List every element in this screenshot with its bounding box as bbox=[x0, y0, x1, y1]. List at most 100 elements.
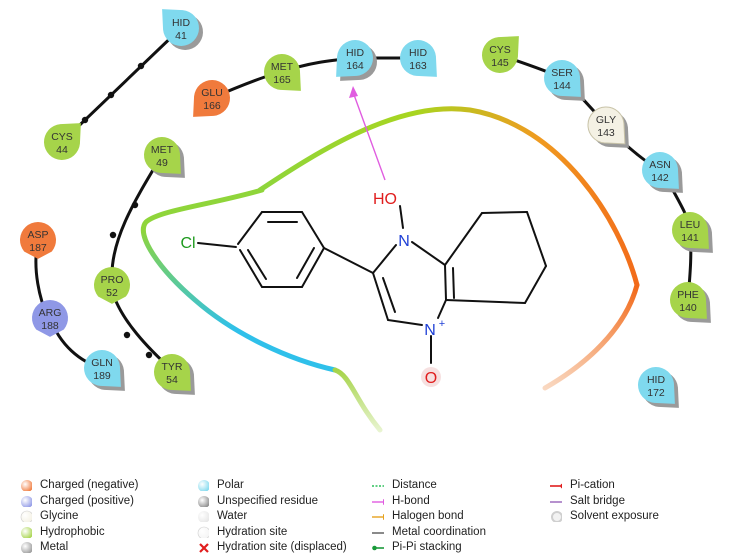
legend-x-icon bbox=[199, 543, 209, 553]
residue-name: CYS bbox=[489, 44, 511, 56]
residue-shape bbox=[162, 9, 199, 47]
hbond-arrow bbox=[349, 86, 386, 181]
legend-swatch-icon bbox=[198, 511, 209, 522]
atom-o: O bbox=[425, 370, 437, 387]
ligand-structure bbox=[197, 205, 547, 364]
residue-shape bbox=[638, 366, 675, 404]
residue-name: HID bbox=[409, 47, 428, 59]
residue-number: 140 bbox=[679, 302, 697, 314]
legend-label: Metal coordination bbox=[392, 525, 486, 538]
residue-number: 165 bbox=[273, 74, 291, 86]
legend: Charged (negative) Charged (positive) Glyc… bbox=[0, 470, 735, 555]
residue-name: GLY bbox=[596, 114, 616, 126]
legend-label: Hydrophobic bbox=[40, 525, 105, 538]
legend-label: Salt bridge bbox=[570, 494, 625, 507]
residue-name: LEU bbox=[680, 219, 700, 231]
residue-number: 141 bbox=[681, 232, 699, 244]
residue-name: ASN bbox=[649, 159, 671, 171]
residue-name: PRO bbox=[101, 274, 124, 286]
legend-label: Glycine bbox=[40, 510, 79, 522]
residue-number: 44 bbox=[56, 144, 68, 156]
legend-swatch-icon bbox=[197, 526, 209, 538]
residue-name: MET bbox=[151, 144, 174, 156]
residue-number: 54 bbox=[166, 374, 178, 386]
residue-number: 164 bbox=[346, 60, 364, 72]
legend-pipi-icon bbox=[372, 545, 384, 551]
residue-shape bbox=[544, 60, 581, 97]
legend-label: H-bond bbox=[392, 494, 430, 507]
legend-label: Solvent exposure bbox=[570, 510, 659, 522]
residue-number: 145 bbox=[491, 57, 509, 69]
legend-swatch-icon bbox=[21, 495, 32, 507]
residue-number: 163 bbox=[409, 60, 427, 72]
legend-swatch-icon bbox=[21, 480, 32, 491]
legend-label: Pi-Pi stacking bbox=[392, 541, 462, 553]
legend-line-icon bbox=[550, 500, 562, 503]
residue-number: 52 bbox=[106, 287, 118, 299]
legend-label: Charged (negative) bbox=[40, 479, 139, 491]
residue-name: TYR bbox=[162, 361, 183, 373]
residue-shape bbox=[336, 39, 373, 77]
legend-label: Metal bbox=[40, 541, 69, 553]
legend-label: Distance bbox=[392, 479, 437, 491]
legend-solvent-icon bbox=[551, 511, 562, 522]
residue-shape bbox=[641, 152, 679, 189]
legend-line-icon bbox=[372, 531, 384, 534]
residue-number: 144 bbox=[553, 80, 571, 92]
residue-number: 143 bbox=[597, 127, 615, 139]
residue-name: HID bbox=[346, 47, 365, 59]
legend-arrow-icon bbox=[372, 498, 384, 505]
legend-label: Hydration site (displaced) bbox=[217, 541, 347, 553]
legend-swatch-icon bbox=[21, 526, 32, 538]
residue-shape bbox=[400, 39, 437, 77]
residue-name: CYS bbox=[51, 131, 73, 143]
residue-name: GLU bbox=[201, 87, 223, 99]
pocket-outline bbox=[140, 106, 640, 433]
residue-name: SER bbox=[551, 67, 573, 79]
residue-name: ASP bbox=[27, 229, 48, 241]
legend-swatch-icon bbox=[198, 495, 209, 507]
legend-pication-icon bbox=[550, 483, 562, 489]
residue-number: 41 bbox=[175, 30, 187, 42]
residue-shape bbox=[144, 137, 181, 174]
residue-number: 49 bbox=[156, 157, 168, 169]
residue-number: 187 bbox=[29, 242, 47, 254]
legend-label: Pi-cation bbox=[570, 479, 615, 491]
residue-number: 188 bbox=[41, 320, 59, 332]
residue-name: PHE bbox=[677, 289, 699, 301]
atom-n4-charge: + bbox=[439, 318, 445, 330]
residue-number: 172 bbox=[647, 387, 665, 399]
atom-n1: N bbox=[398, 233, 410, 250]
residue-shape bbox=[263, 54, 301, 91]
residue-shape bbox=[20, 222, 56, 259]
residue-number: 166 bbox=[203, 100, 221, 112]
legend-swatch-icon bbox=[20, 510, 32, 522]
residue-shape bbox=[83, 350, 121, 387]
legend-label: Charged (positive) bbox=[40, 494, 134, 507]
residue-shape bbox=[154, 353, 191, 391]
backbone-dots bbox=[81, 62, 153, 359]
ligand-atoms: Cl HO N N + O bbox=[180, 191, 445, 387]
residue-name: HID bbox=[647, 374, 666, 386]
residue-shape bbox=[44, 123, 81, 161]
legend-swatch-icon bbox=[198, 480, 209, 491]
diagram-canvas: Cl HO N N + O HID41CYS44ASP187ARG188GLN1… bbox=[20, 9, 713, 433]
legend-label: Water bbox=[217, 510, 248, 522]
residue-shape bbox=[670, 282, 707, 319]
